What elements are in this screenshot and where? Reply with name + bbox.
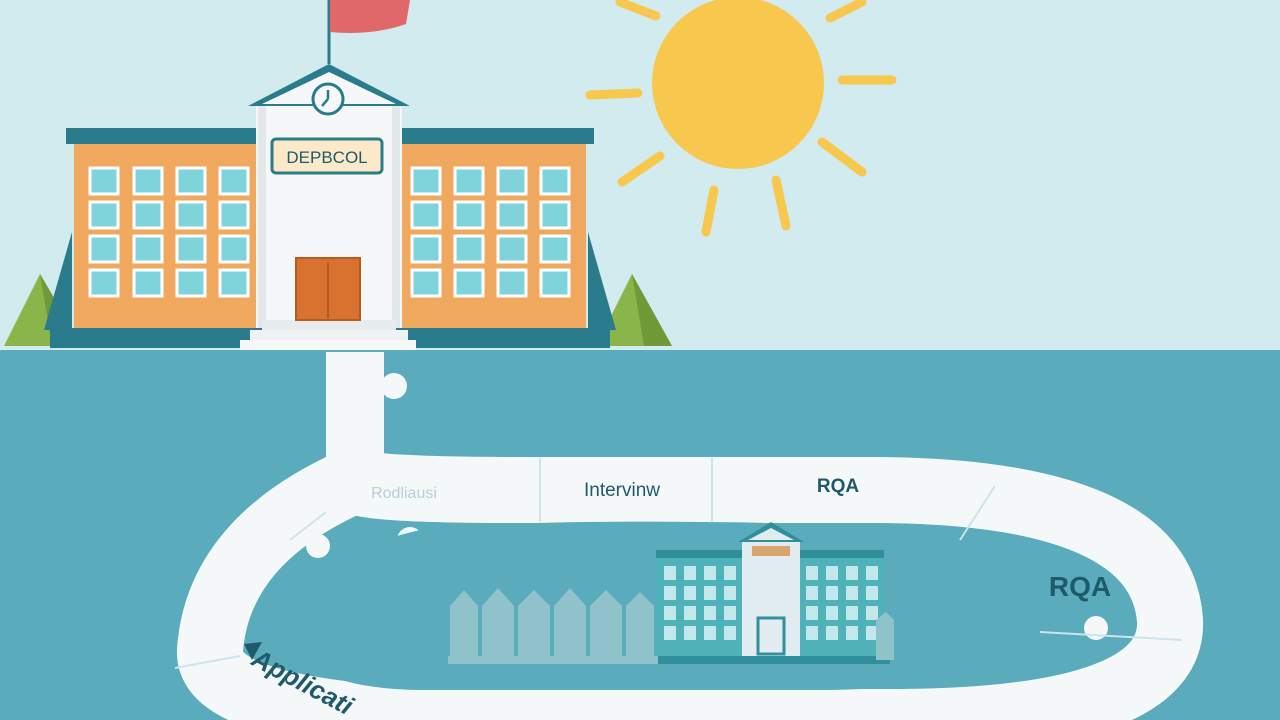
puzzle-knobs <box>214 373 1148 654</box>
small-window <box>826 626 838 640</box>
small-window <box>724 586 736 600</box>
window <box>410 200 442 230</box>
window <box>539 200 571 230</box>
small-window <box>704 566 716 580</box>
small-window <box>724 566 736 580</box>
window <box>88 166 120 196</box>
window <box>496 166 528 196</box>
window <box>453 166 485 196</box>
arrow-icon <box>244 642 262 660</box>
small-window <box>664 626 676 640</box>
small-window <box>704 586 716 600</box>
windows <box>88 166 571 298</box>
window <box>132 200 164 230</box>
small-window <box>724 606 736 620</box>
window <box>88 234 120 264</box>
small-window <box>846 626 858 640</box>
window <box>132 268 164 298</box>
small-window <box>664 606 676 620</box>
small-window <box>846 606 858 620</box>
window <box>410 166 442 196</box>
small-window <box>684 586 696 600</box>
small-window <box>846 566 858 580</box>
window <box>453 200 485 230</box>
window <box>496 234 528 264</box>
small-window <box>684 566 696 580</box>
journey-step-label: Rodliausi <box>371 485 437 502</box>
window <box>175 200 207 230</box>
window <box>88 268 120 298</box>
window <box>218 234 250 264</box>
small-window <box>806 566 818 580</box>
window <box>496 268 528 298</box>
small-window <box>684 626 696 640</box>
window <box>539 166 571 196</box>
window <box>132 166 164 196</box>
clock-icon <box>311 82 345 116</box>
journey-step-label: RQA <box>1049 571 1111 602</box>
window <box>218 268 250 298</box>
window <box>175 268 207 298</box>
sun-icon <box>585 0 897 237</box>
window <box>496 200 528 230</box>
flag-icon <box>330 0 410 33</box>
window <box>539 268 571 298</box>
small-window <box>684 606 696 620</box>
small-window <box>806 626 818 640</box>
small-window <box>704 606 716 620</box>
small-window <box>806 606 818 620</box>
faded-houses <box>448 588 894 664</box>
tree-right-shade <box>632 274 672 346</box>
small-window <box>866 586 878 600</box>
journey-step-label: Intervinw <box>584 480 660 501</box>
small-school <box>650 522 890 664</box>
small-window <box>664 566 676 580</box>
small-window <box>866 626 878 640</box>
journey-step-label: RQA <box>817 476 860 497</box>
small-window <box>846 586 858 600</box>
window <box>539 234 571 264</box>
school-sign-text: DEPBCOL <box>286 148 367 167</box>
small-window <box>826 586 838 600</box>
small-window <box>806 586 818 600</box>
window <box>410 234 442 264</box>
small-window <box>866 566 878 580</box>
small-window <box>866 606 878 620</box>
puzzle-seams <box>174 458 1183 669</box>
window <box>453 234 485 264</box>
window <box>218 200 250 230</box>
window <box>175 234 207 264</box>
small-window <box>704 626 716 640</box>
window <box>175 166 207 196</box>
school-sign <box>270 137 384 175</box>
small-window <box>664 586 676 600</box>
window <box>410 268 442 298</box>
window <box>88 200 120 230</box>
window <box>218 166 250 196</box>
small-window <box>826 606 838 620</box>
window <box>453 268 485 298</box>
small-window <box>826 566 838 580</box>
window <box>132 234 164 264</box>
small-window <box>724 626 736 640</box>
